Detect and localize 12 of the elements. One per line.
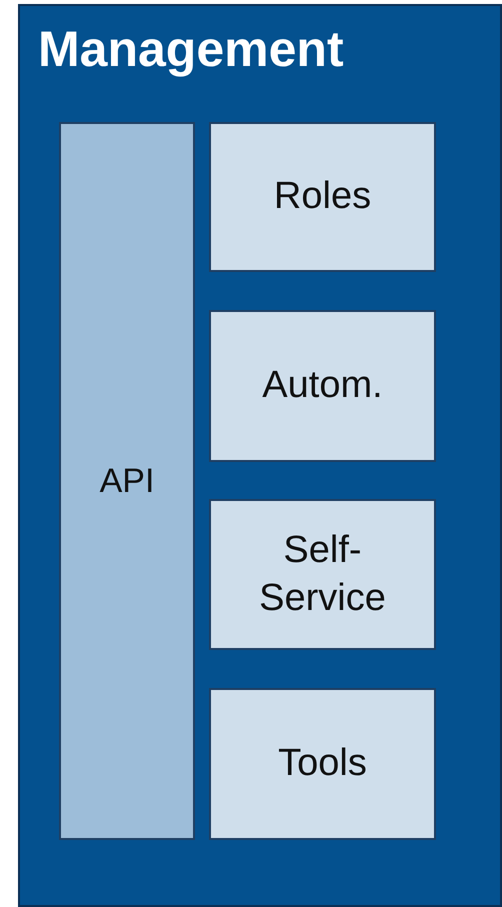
module-box (209, 499, 436, 650)
box-label: API (100, 460, 154, 502)
group-panel (18, 4, 502, 907)
module-box (209, 310, 436, 462)
panel-title: Management (38, 20, 344, 78)
module-box (209, 688, 436, 840)
box-label: Self-Service (258, 528, 387, 620)
box-label: Autom. (262, 363, 383, 408)
box-label: Tools (278, 741, 367, 786)
box-label: Roles (274, 174, 372, 220)
module-box (209, 122, 436, 272)
vertical-bar (59, 122, 195, 840)
